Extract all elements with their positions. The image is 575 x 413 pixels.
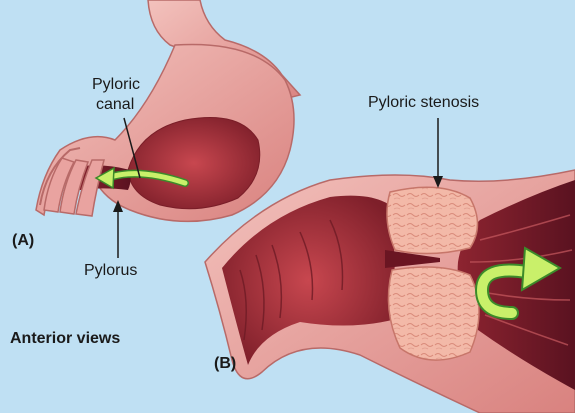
anterior-views-label: Anterior views [10,330,120,348]
pyloric-canal-label-line1: Pyloric [92,76,140,94]
panel-b-label: (B) [214,355,236,373]
stenosis-b [205,170,575,413]
pyloric-canal-label-line2: canal [96,96,134,114]
panel-a-label: (A) [12,232,34,250]
pylorus-label: Pylorus [84,262,137,280]
pyloric-stenosis-label: Pyloric stenosis [368,94,479,112]
stomach-a [36,0,300,221]
